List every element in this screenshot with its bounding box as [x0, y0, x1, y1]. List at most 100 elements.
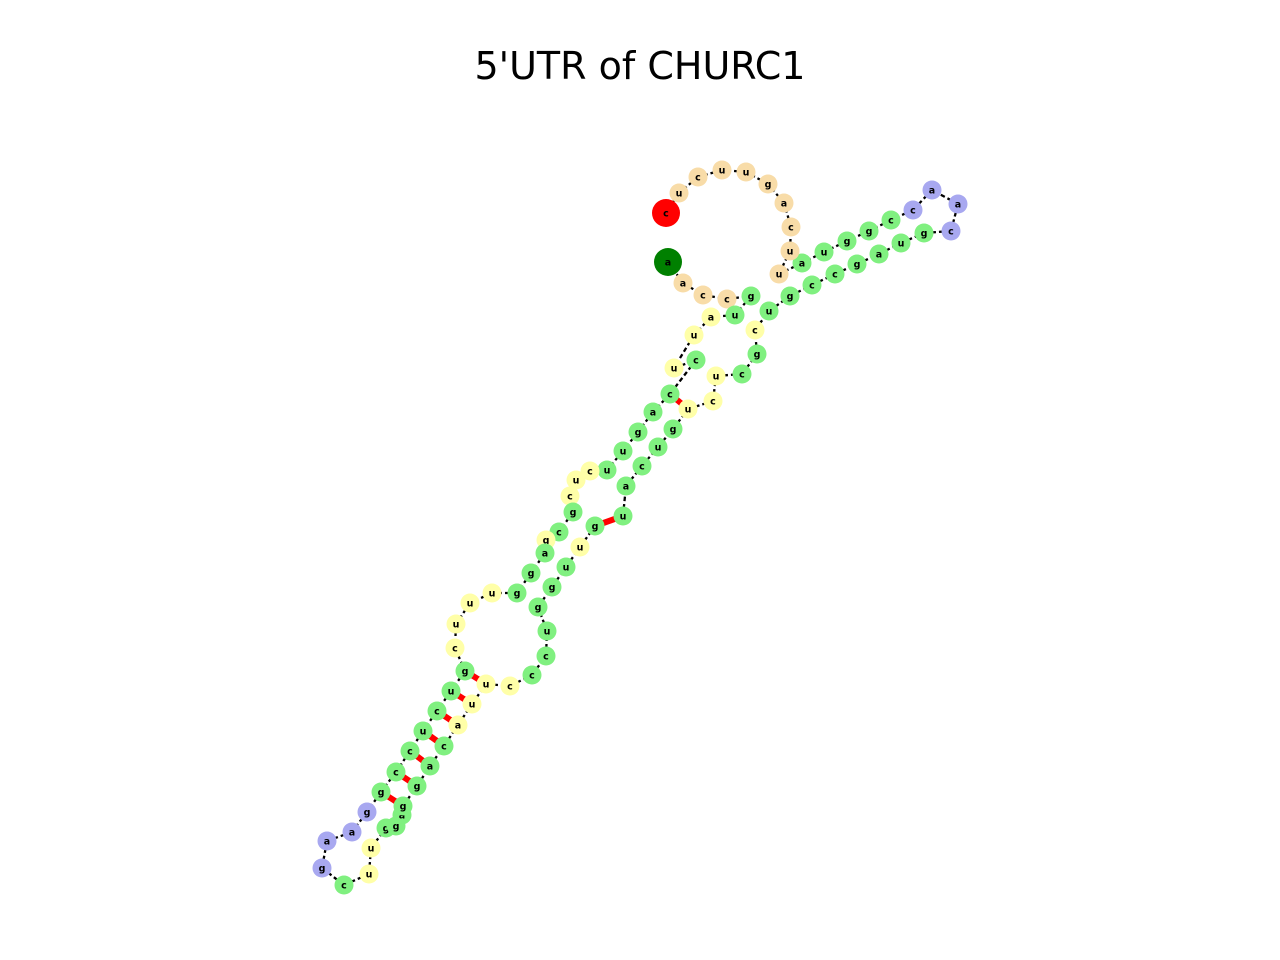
nucleotide: u	[664, 358, 684, 378]
nucleotide-label: c	[910, 205, 916, 216]
nucleotide: u	[361, 838, 381, 858]
nucleotide: c	[688, 167, 708, 187]
nucleotide-label: c	[556, 527, 562, 538]
nucleotide: g	[758, 174, 778, 194]
nucleotide-label: c	[407, 746, 413, 757]
nucleotide-label: u	[620, 446, 627, 457]
nucleotide-label: u	[691, 330, 698, 341]
nucleotide: u	[476, 674, 496, 694]
nucleotide: a	[922, 180, 942, 200]
nucleotide-node	[462, 694, 482, 714]
nucleotide-label: u	[821, 247, 828, 258]
nucleotide: c	[781, 217, 801, 237]
nucleotide: u	[678, 399, 698, 419]
nucleotide-node	[703, 391, 723, 411]
nucleotide-label: g	[854, 259, 861, 270]
nucleotide: u	[413, 721, 433, 741]
nucleotide: c	[536, 646, 556, 666]
nucleotide-label: u	[776, 269, 783, 280]
nucleotide-node	[482, 583, 502, 603]
nucleotide: g	[837, 231, 857, 251]
nucleotide-node	[717, 289, 737, 309]
nucleotide: a	[342, 822, 362, 842]
nucleotide-label: a	[929, 185, 935, 196]
nucleotide: c	[686, 350, 706, 370]
nucleotide-label: u	[453, 619, 460, 630]
nucleotide-label: c	[693, 355, 699, 366]
nucleotide-label: g	[754, 349, 761, 360]
nucleotide-node	[537, 621, 557, 641]
nucleotide-node	[837, 231, 857, 251]
nucleotide: g	[663, 419, 683, 439]
nucleotide-label: u	[655, 442, 662, 453]
nucleotide-label: g	[462, 666, 469, 677]
nucleotide-label: a	[399, 810, 405, 821]
nucleotide: a	[673, 273, 693, 293]
nucleotide-label: a	[955, 199, 961, 210]
nucleotide: a	[948, 194, 968, 214]
nucleotide: g	[747, 344, 767, 364]
nucleotide-label: u	[787, 246, 794, 257]
nucleotide-node	[556, 557, 576, 577]
nucleotide: a	[448, 715, 468, 735]
nucleotide-node	[563, 502, 583, 522]
nucleotide-node	[400, 741, 420, 761]
nucleotide: g	[393, 796, 413, 816]
nucleotide: c	[500, 676, 520, 696]
nucleotide: c	[522, 665, 542, 685]
nucleotide-label: a	[455, 720, 461, 731]
nucleotide-node	[941, 221, 961, 241]
nucleotide: a	[317, 831, 337, 851]
nucleotide-node	[585, 516, 605, 536]
nucleotide: g	[542, 577, 562, 597]
nucleotide-label: g	[383, 823, 390, 834]
nucleotide: a	[535, 543, 555, 563]
nucleotide-node	[632, 456, 652, 476]
nucleotide-label: c	[434, 706, 440, 717]
nucleotide: c	[334, 875, 354, 895]
five-prime-nucleotide: a	[654, 248, 682, 276]
nucleotide-label: g	[319, 863, 326, 874]
nucleotide-label: u	[685, 404, 692, 415]
nucleotide-node	[660, 384, 680, 404]
nucleotide: c	[660, 384, 680, 404]
nucleotide-label: c	[543, 651, 549, 662]
nucleotide-label: g	[921, 228, 928, 239]
nucleotide: g	[455, 661, 475, 681]
nucleotide: u	[613, 441, 633, 461]
nucleotide-node	[825, 264, 845, 284]
nucleotide-node	[914, 223, 934, 243]
nucleotide-label: u	[366, 869, 373, 880]
nucleotide-node	[560, 486, 580, 506]
nucleotide-label: g	[748, 291, 755, 302]
nucleotide: u	[482, 583, 502, 603]
nucleotide-node	[455, 661, 475, 681]
nucleotide-label: c	[507, 681, 513, 692]
nucleotide-label: g	[393, 821, 400, 832]
nucleotide-label: a	[665, 257, 671, 268]
nucleotide-node	[664, 358, 684, 378]
nucleotide-label: u	[620, 511, 627, 522]
nucleotide-label: c	[393, 767, 399, 778]
nucleotide-label: u	[577, 542, 584, 553]
nucleotide: g	[407, 776, 427, 796]
nucleotide-label: c	[341, 880, 347, 891]
nucleotide-node	[654, 248, 682, 276]
nucleotide-label: c	[710, 396, 716, 407]
nucleotide-node	[342, 822, 362, 842]
nucleotide-label: a	[623, 481, 629, 492]
nucleotide-node	[712, 160, 732, 180]
nucleotide-label: u	[467, 598, 474, 609]
nucleotide-label: g	[514, 588, 521, 599]
nucleotide-node	[613, 441, 633, 461]
nucleotide-label: g	[866, 226, 873, 237]
nucleotide-label: a	[349, 827, 355, 838]
nucleotide: a	[792, 253, 812, 273]
nucleotide-label: c	[695, 172, 701, 183]
nucleotide-label: a	[680, 278, 686, 289]
nucleotide-node	[741, 286, 761, 306]
nucleotide: u	[462, 694, 482, 714]
nucleotide-label: u	[489, 588, 496, 599]
nucleotide-label: g	[549, 582, 556, 593]
nucleotide-label: u	[719, 165, 726, 176]
